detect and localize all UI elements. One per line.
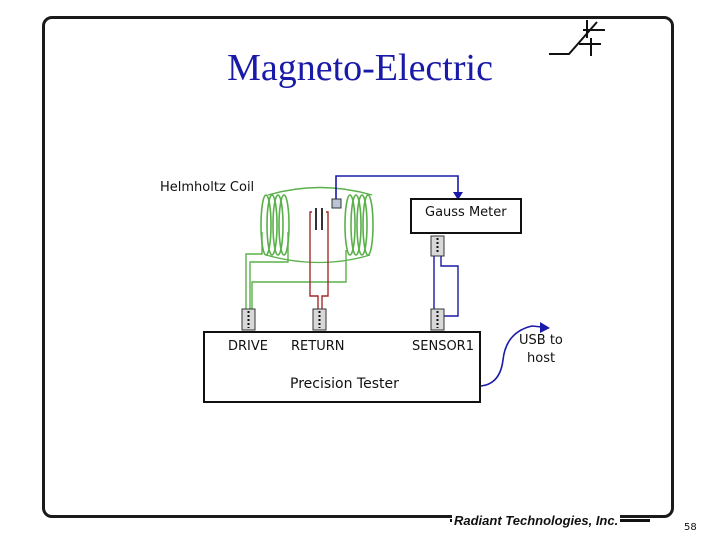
precision-tester-box [203, 331, 481, 403]
sample-icon [315, 208, 323, 230]
return-bnc-connector-icon [312, 308, 327, 331]
gauss-probe-icon [331, 198, 342, 209]
corner-logo-icon [549, 20, 605, 56]
usb-label-line1: USB to [519, 333, 563, 348]
gauss-meter-label: Gauss Meter [425, 205, 507, 220]
drive-bnc-connector-icon [241, 308, 256, 331]
usb-arrowhead-icon [540, 322, 550, 333]
usb-label-line2: host [527, 351, 556, 366]
sensor-wires [433, 256, 459, 317]
sensor-bnc-connector-icon [430, 308, 445, 331]
drive-port-label: DRIVE [228, 339, 268, 354]
probe-arrowhead-icon [453, 192, 463, 200]
drive-wires [245, 232, 347, 316]
return-port-label: RETURN [291, 339, 345, 354]
probe-cable [335, 175, 459, 199]
coil-link-wire [267, 186, 373, 196]
gauss-bnc-connector-icon [430, 235, 445, 257]
helmholtz-coil-label: Helmholtz Coil [160, 180, 255, 195]
slide-frame [42, 16, 674, 518]
return-wires [309, 211, 329, 316]
slide-title: Magneto-Electric [227, 47, 493, 89]
precision-tester-label: Precision Tester [290, 376, 399, 392]
page-number: 58 [684, 522, 697, 533]
usb-cable [480, 325, 543, 387]
gauss-meter-box [410, 198, 522, 234]
helmholtz-coil-right [344, 194, 374, 256]
sensor-port-label: SENSOR1 [412, 339, 474, 354]
footer-company: Radiant Technologies, Inc. [452, 513, 621, 528]
helmholtz-coil-left [260, 194, 290, 256]
